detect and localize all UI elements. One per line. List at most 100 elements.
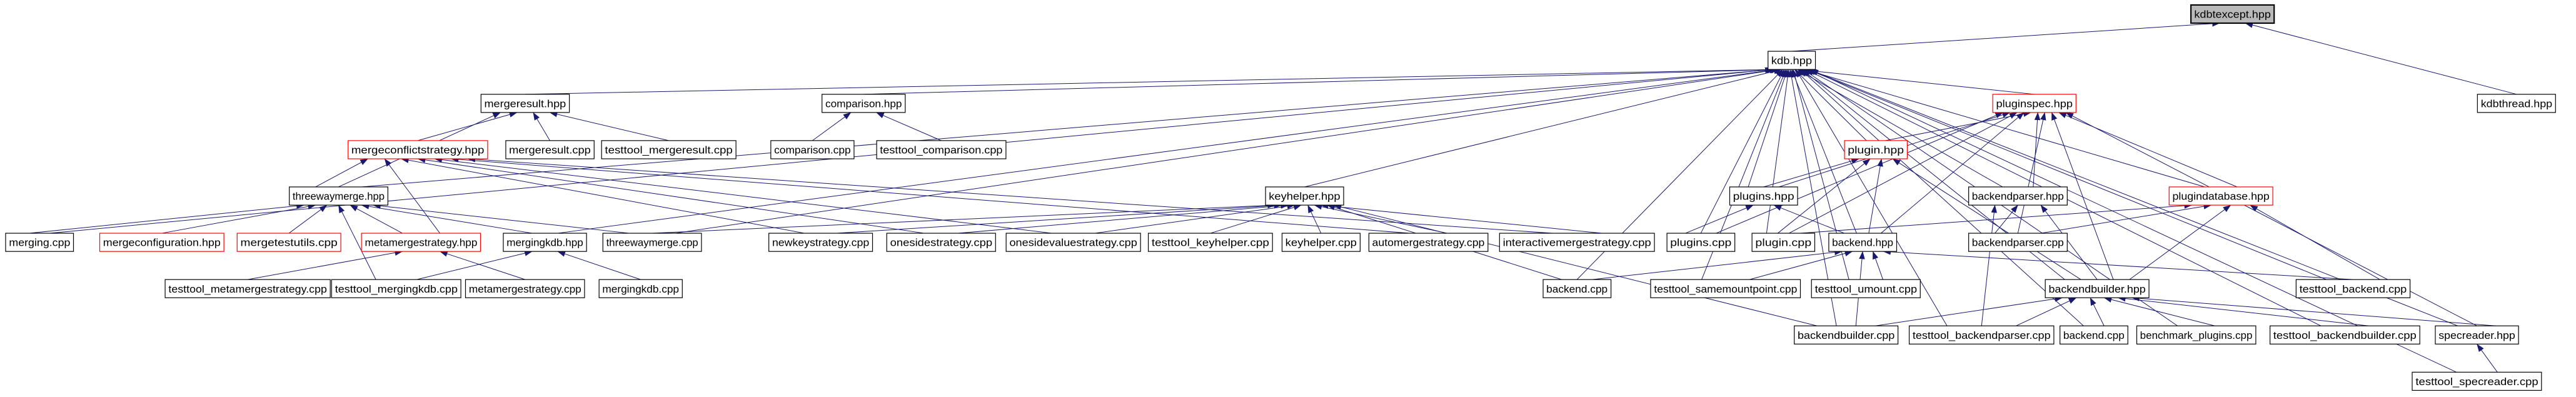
node-box — [2168, 186, 2273, 206]
graph-node-plugin_cpp[interactable]: plugin.cpp — [1751, 233, 1816, 252]
graph-node-automergestrategy_cpp[interactable]: automergestrategy.cpp — [1368, 233, 1489, 252]
graph-node-backendbuilder_cpp[interactable]: backendbuilder.cpp — [1794, 325, 1899, 344]
node-label: mergetestutils.cpp — [241, 237, 338, 249]
node-box — [164, 279, 331, 298]
include-edge — [557, 251, 641, 280]
graph-node-backendparser_cpp[interactable]: backendparser.cpp — [1968, 233, 2068, 252]
node-box — [1542, 279, 1612, 298]
node-label: plugins.cpp — [1670, 237, 1731, 249]
graph-node-mergeconflictstrategy_hpp[interactable]: mergeconflictstrategy.hpp — [348, 140, 488, 159]
include-edge — [1320, 203, 1602, 234]
graph-node-benchmark_plugins_cpp[interactable]: benchmark_plugins.cpp — [2136, 325, 2257, 344]
graph-node-plugin_hpp[interactable]: plugin.hpp — [1844, 140, 1908, 159]
include-edge — [2090, 297, 2105, 326]
graph-node-plugindatabase_hpp[interactable]: plugindatabase.hpp — [2168, 186, 2273, 206]
graph-node-testtool_umount_cpp[interactable]: testtool_umount.cpp — [1811, 279, 1921, 298]
node-label: merging.cpp — [9, 237, 70, 249]
graph-node-onesidevaluestrategy_cpp[interactable]: onesidevaluestrategy.cpp — [1005, 233, 1141, 252]
include-edge — [1791, 21, 2220, 52]
include-edge — [2477, 343, 2498, 373]
node-box — [1844, 140, 1908, 159]
graph-node-threewaymerge_hpp[interactable]: threewaymerge.hpp — [289, 186, 388, 206]
graph-node-keyhelper_cpp[interactable]: keyhelper.cpp — [1281, 233, 1361, 252]
include-edge — [533, 112, 550, 141]
graph-node-mergingkdb_cpp[interactable]: mergingkdb.cpp — [598, 279, 683, 298]
graph-node-testtool_mergingkdb_cpp[interactable]: testtool_mergingkdb.cpp — [331, 279, 461, 298]
graph-node-mergeresult_cpp[interactable]: mergeresult.cpp — [505, 140, 595, 159]
include-edge — [1210, 204, 1302, 234]
include-edge — [361, 67, 1775, 188]
include-edge — [1794, 69, 1867, 141]
include-edge — [2245, 22, 2517, 95]
graph-node-comparison_hpp[interactable]: comparison.hpp — [822, 94, 906, 113]
node-label: backend.hpp — [1832, 237, 1893, 249]
node-label: testtool_backend.cpp — [2300, 283, 2407, 295]
node-label: backendbuilder.cpp — [1798, 329, 1894, 341]
graph-node-threewaymerge_cpp[interactable]: threewaymerge.cpp — [602, 233, 702, 252]
graph-node-testtool_backendparser_cpp[interactable]: testtool_backendparser.cpp — [1908, 325, 2055, 344]
graph-node-metamergestrategy_hpp[interactable]: metamergestrategy.hpp — [361, 233, 481, 252]
graph-node-comparison_cpp[interactable]: comparison.cpp — [770, 140, 855, 159]
node-box — [1005, 233, 1141, 252]
node-label: testtool_mergingkdb.cpp — [335, 283, 458, 295]
node-box — [1147, 233, 1273, 252]
graph-node-plugins_cpp[interactable]: plugins.cpp — [1666, 233, 1736, 252]
graph-node-specreader_hpp[interactable]: specreader.hpp — [2435, 325, 2519, 344]
graph-node-mergeresult_hpp[interactable]: mergeresult.hpp — [480, 94, 570, 113]
graph-node-testtool_mergeresult_cpp[interactable]: testtool_mergeresult.cpp — [601, 140, 737, 159]
graph-node-merging_cpp[interactable]: merging.cpp — [5, 233, 74, 252]
include-edge — [1995, 204, 2018, 234]
graph-node-keyhelper_hpp[interactable]: keyhelper.hpp — [1265, 186, 1344, 206]
graph-node-mergetestutils_cpp[interactable]: mergetestutils.cpp — [236, 233, 341, 252]
graph-node-testtool_samemountpoint_cpp[interactable]: testtool_samemountpoint.cpp — [1650, 279, 1801, 298]
graph-node-pluginspec_hpp[interactable]: pluginspec.hpp — [1992, 94, 2076, 113]
node-label: mergeresult.cpp — [509, 144, 591, 156]
include-edge — [525, 66, 1776, 95]
graph-node-mergeconfiguration_hpp[interactable]: mergeconfiguration.hpp — [99, 233, 224, 252]
graph-node-onesidestrategy_cpp[interactable]: onesidestrategy.cpp — [886, 233, 996, 252]
include-edge — [1795, 69, 1948, 326]
include-edge — [1981, 204, 1998, 326]
graph-node-testtool_keyhelper_cpp[interactable]: testtool_keyhelper.cpp — [1147, 233, 1273, 252]
include-edge — [2016, 297, 2077, 326]
node-box — [236, 233, 341, 252]
include-edge — [1748, 69, 1788, 188]
include-edge — [557, 68, 1778, 234]
graph-node-kdbtexcept_hpp[interactable]: kdbtexcept.hpp — [2190, 4, 2275, 24]
node-label: plugin.hpp — [1848, 144, 1904, 156]
graph-node-testtool_backend_cpp[interactable]: testtool_backend.cpp — [2295, 279, 2411, 298]
graph-node-backendbuilder_hpp[interactable]: backendbuilder.hpp — [2045, 279, 2150, 298]
node-box — [1908, 325, 2055, 344]
include-edge — [467, 156, 1552, 234]
graph-node-kdb_hpp[interactable]: kdb.hpp — [1768, 51, 1816, 70]
node-label: testtool_umount.cpp — [1815, 283, 1917, 295]
node-label: testtool_backendparser.cpp — [1913, 329, 2051, 341]
graph-node-backend_cpp_1[interactable]: backend.cpp — [1542, 279, 1612, 298]
include-edge — [1807, 69, 2327, 280]
include-edge — [1791, 69, 1857, 234]
graph-node-testtool_backendbuilder_cpp[interactable]: testtool_backendbuilder.cpp — [2270, 325, 2420, 344]
graph-node-testtool_specreader_cpp[interactable]: testtool_specreader.cpp — [2412, 371, 2542, 391]
graph-node-backend_cpp_2[interactable]: backend.cpp — [2060, 325, 2128, 344]
graph-node-newkeystrategy_cpp[interactable]: newkeystrategy.cpp — [768, 233, 873, 252]
include-edge — [2131, 295, 2497, 326]
node-label: pluginspec.hpp — [1996, 98, 2073, 109]
include-edge — [1333, 204, 1818, 326]
graph-node-backendparser_hpp[interactable]: backendparser.hpp — [1968, 186, 2068, 206]
include-edge — [338, 204, 376, 280]
include-edge — [1881, 112, 2025, 234]
include-edge — [1804, 68, 2205, 188]
graph-node-kdbthread_hpp[interactable]: kdbthread.hpp — [2477, 94, 2556, 113]
graph-node-mergingkdb_hpp[interactable]: mergingkdb.hpp — [503, 233, 587, 252]
graph-node-metamergestrategy_cpp[interactable]: metamergestrategy.cpp — [465, 279, 585, 298]
graph-node-interactivemergestrategy_cpp[interactable]: interactivemergestrategy.cpp — [1499, 233, 1655, 252]
include-edge — [1314, 203, 1447, 234]
graph-node-testtool_comparison_cpp[interactable]: testtool_comparison.cpp — [876, 140, 1007, 159]
node-box — [1992, 94, 2076, 113]
node-label: comparison.cpp — [774, 144, 851, 156]
graph-node-backend_hpp[interactable]: backend.hpp — [1828, 233, 1898, 252]
graph-node-plugins_hpp[interactable]: plugins.hpp — [1729, 186, 1798, 206]
node-label: threewaymerge.hpp — [293, 191, 385, 203]
graph-node-testtool_metamergestrategy_cpp[interactable]: testtool_metamergestrategy.cpp — [164, 279, 331, 298]
include-edge — [675, 68, 1779, 234]
